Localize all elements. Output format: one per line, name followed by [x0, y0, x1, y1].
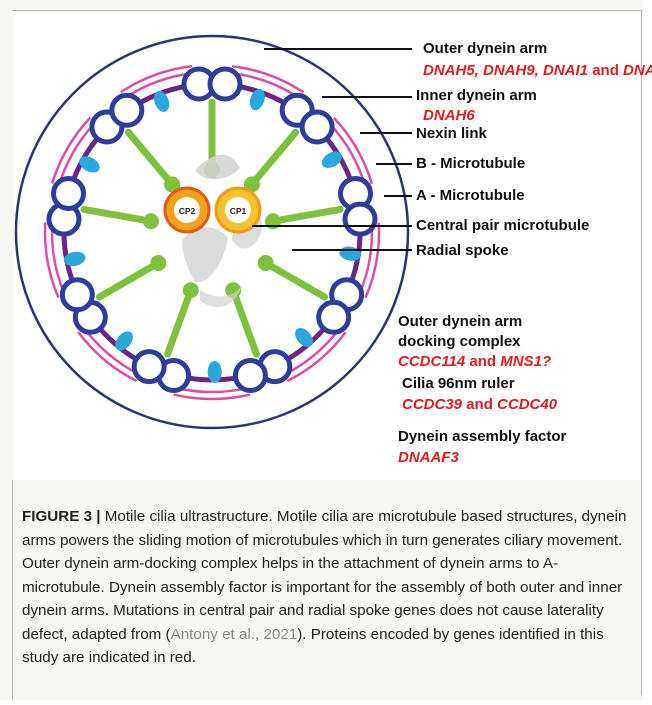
label-odad-line1: Outer dynein arm — [398, 313, 522, 331]
label-b-microtubule: B - Microtubule — [416, 155, 525, 173]
genes-assembly-factor: DNAAF3 — [398, 449, 459, 467]
a-microtubule — [319, 302, 349, 332]
a-microtubule — [112, 95, 142, 125]
genes-ruler-first: CCDC39 — [402, 396, 462, 413]
label-ruler: Cilia 96nm ruler — [402, 375, 515, 393]
genes-ruler-last: CCDC40 — [497, 396, 557, 413]
genes-odad-first: CCDC114 — [398, 353, 465, 370]
radial-spoke-head — [143, 213, 159, 229]
a-microtubule — [54, 178, 84, 208]
radial-spoke-head — [258, 255, 274, 271]
a-microtubule — [302, 112, 332, 142]
label-outer-dynein-arm: Outer dynein arm — [423, 40, 547, 58]
label-inner-dynein-arm: Inner dynein arm — [416, 87, 537, 105]
frame-border-left — [12, 480, 13, 700]
cp1-label: CP1 — [230, 206, 247, 216]
a-microtubule — [210, 69, 240, 99]
a-microtubule — [134, 352, 164, 382]
label-assembly-factor: Dynein assembly factor — [398, 428, 566, 446]
a-microtubule — [62, 280, 92, 310]
label-central-pair-microtubule: Central pair microtubule — [416, 217, 589, 235]
a-microtubule — [345, 204, 375, 234]
figure-caption: FIGURE 3 | Motile cilia ultrastructure. … — [22, 505, 634, 670]
genes-inner-dynein-arm: DNAH6 — [423, 107, 475, 125]
genes-odad-and: and — [465, 353, 500, 370]
label-nexin-link: Nexin link — [416, 125, 487, 143]
genes-outer-dynein-arm-last: DNAI2 — [623, 62, 652, 79]
figure-label: FIGURE 3 | — [22, 508, 101, 525]
genes-outer-dynein-arm-and: and — [588, 62, 623, 79]
genes-outer-dynein-arm: DNAH5, DNAH9, DNAI1 and DNAI2 — [423, 62, 652, 80]
cp2-label: CP2 — [179, 206, 196, 216]
genes-odad: CCDC114 and MNS1? — [398, 353, 551, 371]
a-microtubule — [235, 361, 265, 391]
label-a-microtubule: A - Microtubule — [416, 187, 525, 205]
caption-citation-link[interactable]: Antony et al., 2021 — [171, 626, 298, 643]
radial-spoke-head — [150, 255, 166, 271]
genes-ruler: CCDC39 and CCDC40 — [402, 396, 557, 414]
label-odad-line2: docking complex — [398, 333, 521, 351]
label-radial-spoke: Radial spoke — [416, 242, 509, 260]
genes-ruler-and: and — [462, 396, 497, 413]
genes-odad-last: MNS1? — [500, 353, 551, 370]
radial-spoke-head — [183, 282, 199, 298]
caption-text-before-citation: Motile cilia ultrastructure. Motile cili… — [22, 508, 626, 643]
genes-outer-dynein-arm-list: DNAH5, DNAH9, DNAI1 — [423, 62, 588, 79]
